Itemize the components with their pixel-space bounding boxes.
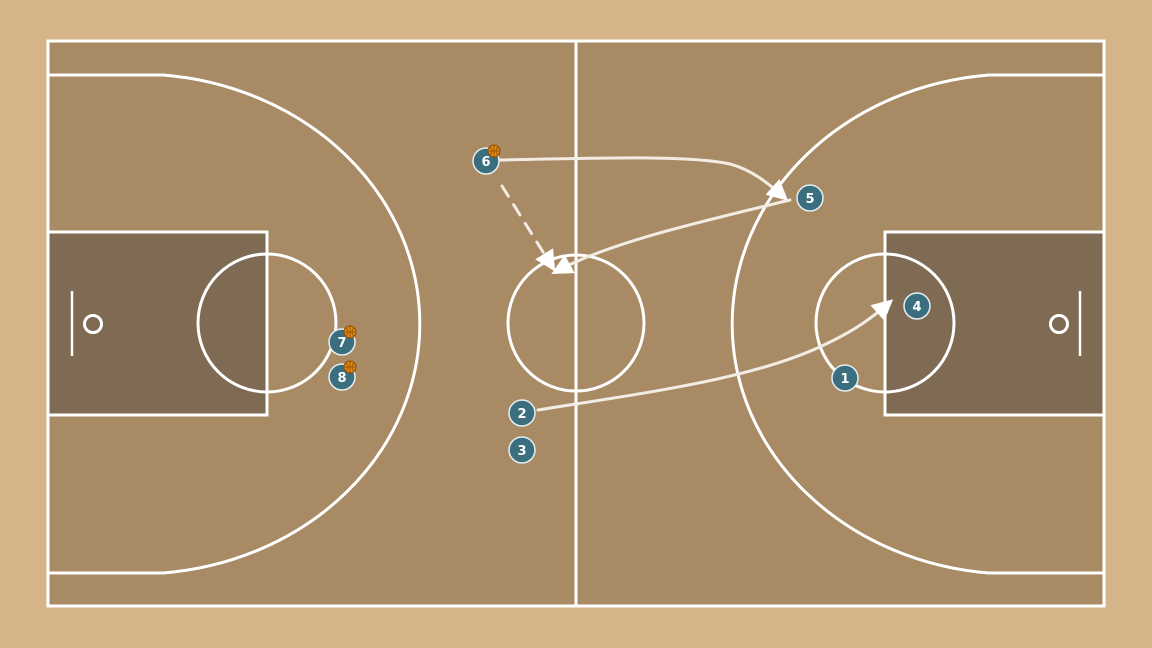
player-marker-icon [831, 364, 859, 392]
right-hoop [1049, 314, 1069, 334]
player-number: 7 [337, 336, 346, 351]
cut-path-5-to-center [551, 198, 792, 275]
player-number: 8 [337, 371, 346, 386]
basketball-icon [343, 325, 357, 339]
movement-paths [498, 156, 894, 412]
right-free-throw-circle [814, 252, 956, 394]
player-8: 8 [328, 360, 357, 391]
player-4: 4 [903, 292, 931, 320]
player-3: 3 [508, 436, 536, 464]
pass-path-6 [500, 184, 556, 272]
player-1: 1 [831, 364, 859, 392]
player-number: 6 [481, 155, 490, 170]
player-number: 2 [517, 407, 526, 422]
player-5: 5 [796, 184, 824, 212]
player-number: 1 [840, 372, 849, 387]
player-2: 2 [508, 399, 536, 427]
left-free-throw-circle [196, 252, 338, 394]
right-paint [885, 232, 1104, 415]
player-7: 7 [328, 325, 357, 356]
player-number: 4 [912, 300, 921, 315]
player-6: 6 [472, 144, 501, 175]
right-key [883, 230, 1106, 417]
player-marker-icon [508, 399, 536, 427]
basketball-icon [487, 144, 501, 158]
right-three-point-line [730, 73, 1104, 575]
center-circle [506, 253, 646, 393]
cut-path-2-to-4 [536, 299, 894, 412]
left-three-point-line [48, 73, 422, 575]
basketball-icon [343, 360, 357, 374]
player-number: 3 [517, 444, 526, 459]
left-paint [48, 232, 267, 415]
left-hoop [83, 314, 103, 334]
player-marker-icon [508, 436, 536, 464]
cut-path-6-to-5 [498, 156, 789, 201]
player-marker-icon [903, 292, 931, 320]
player-marker-icon [796, 184, 824, 212]
court-lines [46, 39, 1106, 608]
left-key [46, 230, 269, 417]
player-number: 5 [805, 192, 814, 207]
